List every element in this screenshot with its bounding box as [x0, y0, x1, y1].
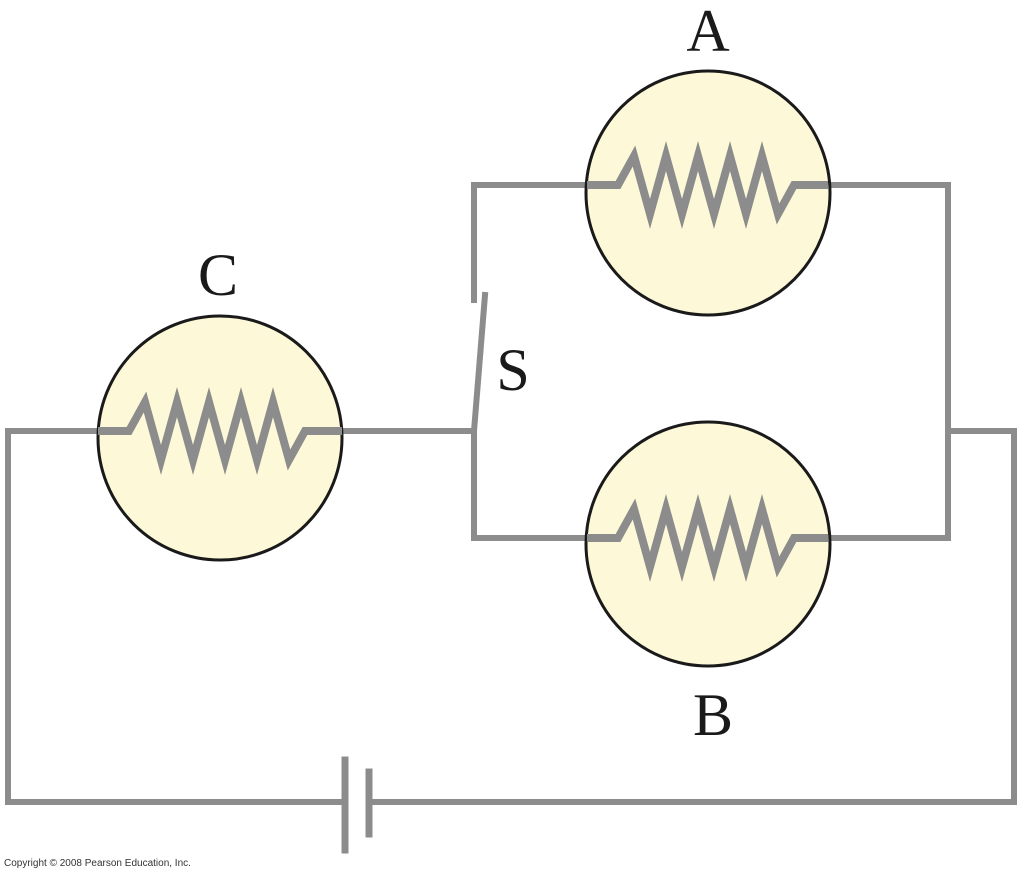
- switch-label: S: [496, 337, 529, 403]
- bulb-c-label: C: [198, 242, 238, 308]
- battery: [341, 756, 373, 854]
- wire-right-to-battery: [366, 428, 1017, 805]
- copyright-notice: Copyright © 2008 Pearson Education, Inc.: [4, 858, 191, 869]
- bulb-c: [96, 314, 344, 562]
- bulb-a: [584, 69, 832, 317]
- bulb-b-filament: [587, 493, 828, 583]
- wires: [5, 182, 1017, 805]
- bulb-b: [584, 420, 832, 668]
- bulb-a-filament: [587, 140, 828, 230]
- bulb-c-filament: [98, 386, 342, 476]
- wire-b-to-right-node: [825, 182, 951, 541]
- bulb-a-label: A: [686, 0, 729, 64]
- switch-blade: [470, 291, 489, 435]
- wire-switch-to-a: [471, 182, 590, 303]
- wire-junction-to-b: [471, 428, 590, 541]
- bulb-b-label: B: [693, 682, 733, 748]
- wire-left-loop: [5, 428, 348, 805]
